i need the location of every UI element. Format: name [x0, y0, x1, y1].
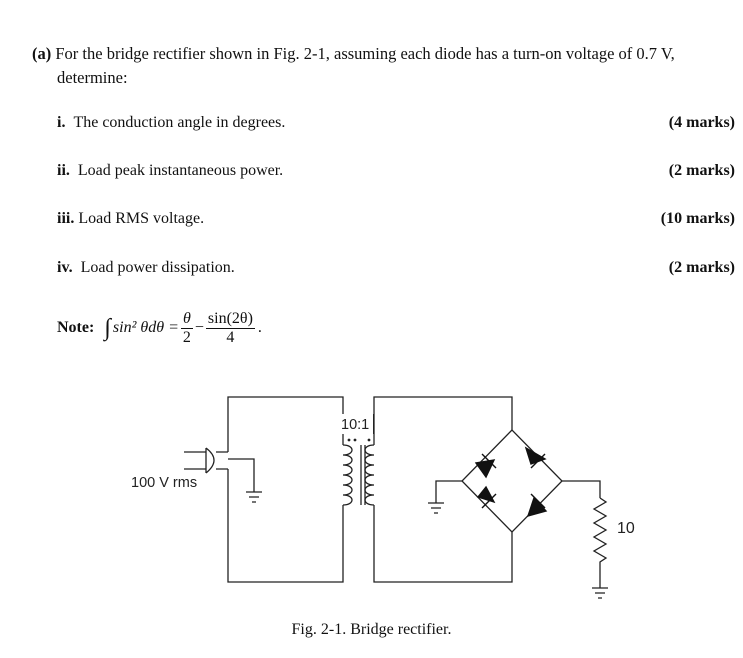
bridge-rectifier-circuit: 100 V rms 10:1 10 — [131, 396, 635, 599]
load-resistor — [592, 497, 608, 588]
ground-icon-source — [246, 491, 262, 503]
question-line2: determine: — [57, 68, 128, 87]
bridge-diamond — [461, 429, 563, 533]
ground-icon-bridge — [428, 502, 444, 514]
integral-sign: ∫ — [104, 314, 111, 341]
plug-body — [205, 447, 215, 474]
part-number: iii. — [57, 210, 75, 227]
diode-d3-icon — [476, 485, 496, 504]
diode-d4-bar — [530, 493, 546, 509]
plug-leads — [216, 451, 228, 470]
part-ii: ii. Load peak instantaneous power. — [57, 162, 283, 180]
bridge-ground-lead — [435, 480, 462, 503]
fraction-denominator: 2 — [182, 328, 191, 346]
part-number: ii. — [57, 162, 70, 179]
part-marks: (10 marks) — [660, 210, 735, 227]
part-i: i. The conduction angle in degrees. — [57, 114, 285, 132]
question-line1: For the bridge rectifier shown in Fig. 2… — [55, 44, 675, 63]
diode-d1-bar — [481, 453, 497, 469]
question-label: (a) — [32, 44, 52, 63]
integrand: sin² θdθ = — [112, 319, 179, 336]
formula-period: . — [257, 319, 262, 336]
part-text: Load power dissipation. — [80, 259, 235, 276]
turns-ratio-text: 10:1 — [341, 417, 369, 433]
part-text: Load RMS voltage. — [78, 210, 205, 227]
source-label: 100 V rms — [131, 475, 197, 491]
primary-top-wire — [227, 396, 344, 452]
part-text: Load peak instantaneous power. — [77, 162, 284, 179]
question-stem: (a) For the bridge rectifier shown in Fi… — [32, 42, 732, 66]
part-marks: (2 marks) — [668, 162, 735, 179]
note-label: Note: — [57, 319, 95, 336]
primary-bottom-wire — [227, 469, 344, 583]
secondary-bottom-wire — [373, 505, 513, 583]
ground-icon-load — [592, 587, 608, 599]
secondary-coil — [364, 444, 375, 506]
part-iii: iii. Load RMS voltage. — [57, 210, 204, 228]
part-number: i. — [57, 114, 66, 131]
polarity-dot-primary — [347, 438, 351, 442]
load-top-lead — [562, 480, 601, 498]
diode-d2-bar — [530, 453, 546, 469]
part-iv: iv. Load power dissipation. — [57, 259, 235, 277]
diode-d4-icon — [526, 496, 548, 518]
part-marks: (4 marks) — [668, 114, 735, 131]
fraction-denominator: 4 — [226, 328, 235, 346]
transformer-core — [360, 445, 366, 505]
figure-caption: Fig. 2-1. Bridge rectifier. — [291, 621, 452, 638]
fraction-numerator: sin(2θ) — [205, 309, 255, 329]
plug-prongs — [184, 451, 206, 470]
polarity-dot-core — [353, 438, 357, 442]
ratio-label-box — [339, 414, 374, 434]
source-ground-lead — [228, 458, 255, 492]
part-marks: (2 marks) — [668, 259, 735, 276]
note-formula: Note: ∫ sin² θdθ = θ 2 − sin(2θ) 4 . — [57, 306, 262, 350]
diode-d3-bar — [481, 493, 497, 509]
fraction-theta-over-2: θ 2 — [180, 310, 193, 347]
part-number: iv. — [57, 259, 73, 276]
ratio-label-overlay: 10:1 — [341, 417, 369, 433]
polarity-dot-secondary — [367, 438, 371, 442]
diode-d1-icon — [474, 459, 496, 479]
fraction-sin-over-4: sin(2θ) 4 — [205, 309, 255, 347]
part-text: The conduction angle in degrees. — [73, 114, 286, 131]
secondary-top-wire — [373, 396, 513, 445]
primary-coil — [342, 444, 353, 506]
minus-sign: − — [194, 319, 204, 336]
load-resistance-label: 10 — [617, 520, 635, 537]
fraction-numerator: θ — [180, 310, 193, 329]
